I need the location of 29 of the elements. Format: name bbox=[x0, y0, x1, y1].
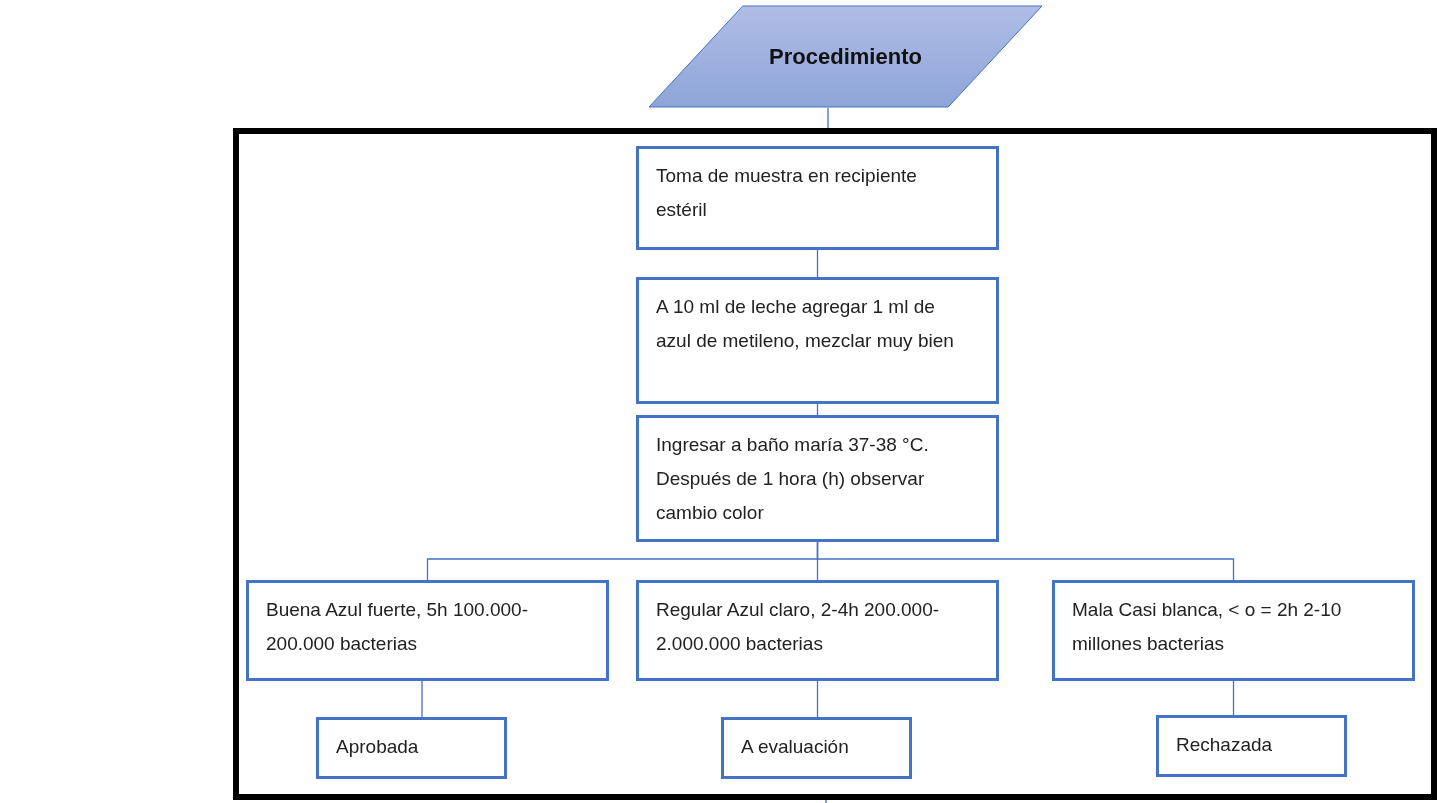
connector-line bbox=[816, 249, 819, 278]
connector-line bbox=[816, 403, 819, 416]
input-output-parallelogram bbox=[648, 5, 1043, 108]
process-box bbox=[636, 277, 999, 404]
process-box bbox=[1052, 580, 1415, 681]
frame-box bbox=[233, 128, 1437, 800]
step-text: A 10 ml de leche agregar 1 ml de azul de metileno, mezclar muy bien bbox=[656, 295, 955, 353]
connector-line bbox=[421, 680, 423, 718]
step-text: A evaluación bbox=[741, 735, 850, 759]
step-text: Procedimiento bbox=[768, 42, 923, 71]
connector-line bbox=[1232, 680, 1235, 716]
process-box bbox=[1156, 715, 1347, 777]
step-text: Rechazada bbox=[1176, 733, 1274, 757]
process-box bbox=[636, 580, 999, 681]
step-text: Buena Azul fuerte, 5h 100.000-200.000 bacterias bbox=[266, 598, 529, 656]
step-text: Ingresar a baño maría 37-38 °C. Después de 1 hora (h) observar cambio color bbox=[656, 433, 930, 525]
connector-line bbox=[825, 799, 827, 803]
connector-line bbox=[816, 541, 1235, 581]
step-text: Mala Casi blanca, < o = 2h 2-10 millones bacterias bbox=[1072, 598, 1343, 656]
process-box bbox=[246, 580, 609, 681]
step-text: Aprobada bbox=[336, 735, 420, 759]
step-text: Toma de muestra en recipiente estéril bbox=[656, 164, 918, 222]
process-box bbox=[721, 717, 912, 779]
connector-line bbox=[827, 107, 829, 129]
process-box bbox=[636, 415, 999, 542]
connector-line bbox=[816, 680, 819, 718]
process-box bbox=[316, 717, 507, 779]
step-text: Regular Azul claro, 2-4h 200.000-2.000.000 bacterias bbox=[656, 598, 941, 656]
process-box bbox=[636, 146, 999, 250]
